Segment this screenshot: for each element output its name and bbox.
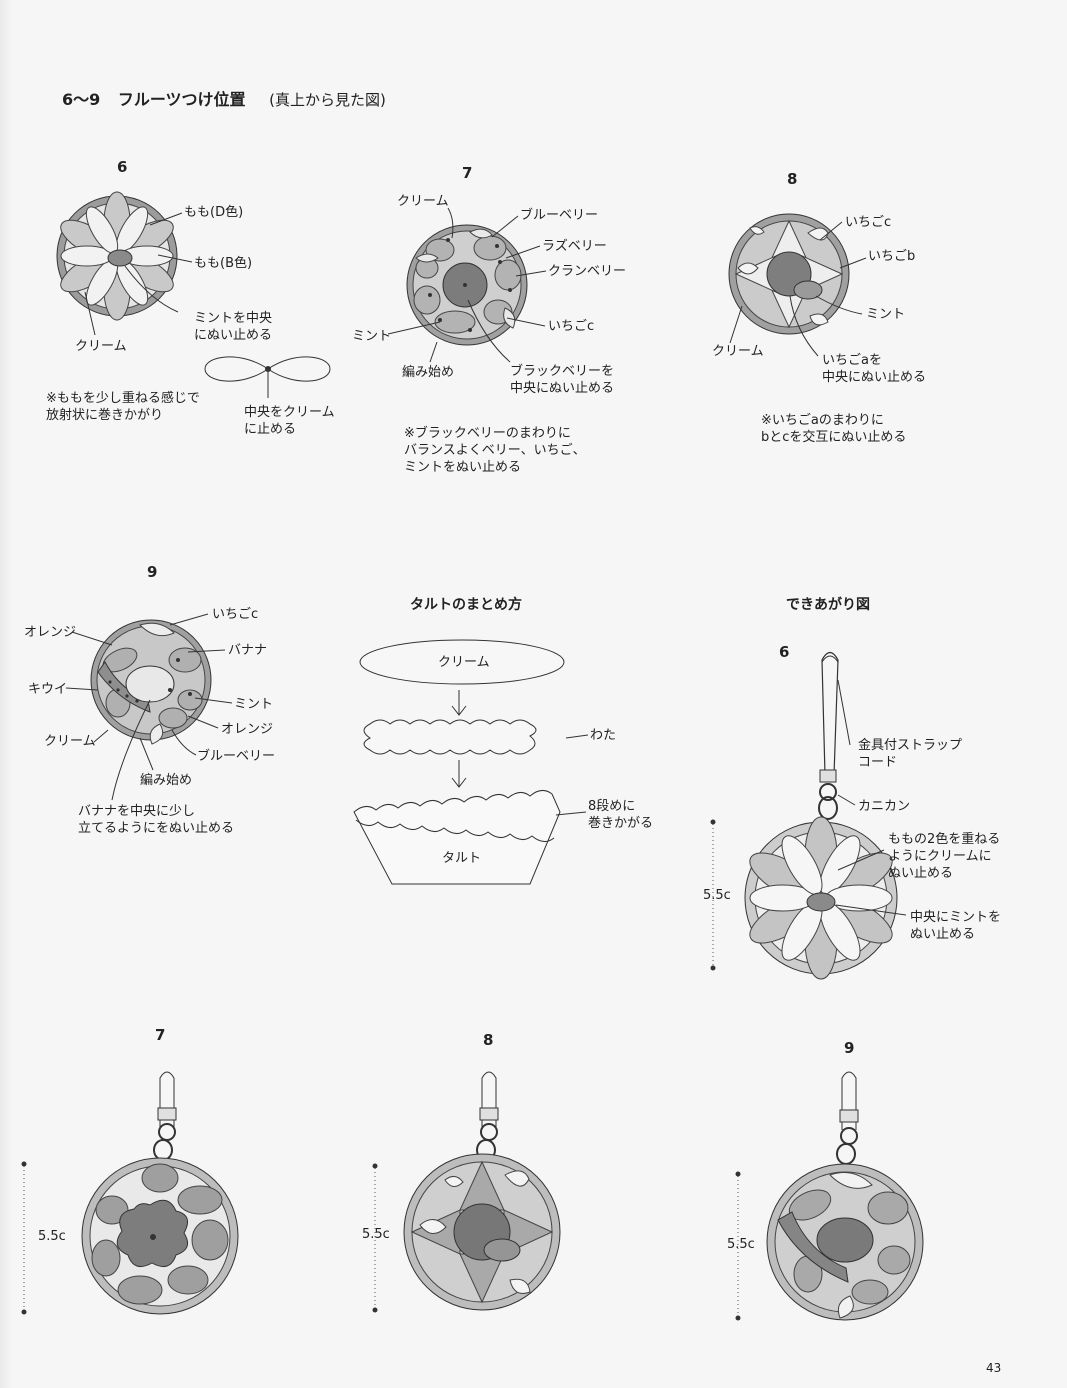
fig8-top-view	[728, 213, 867, 357]
fig8-label-strawberry-c: いちごc	[845, 215, 892, 230]
fig8-note: ※いちごaのまわりに bとcを交互にぬい止める	[761, 413, 907, 445]
fig8-label-mint: ミント	[866, 307, 906, 322]
fig6-label-cream: クリーム	[75, 339, 127, 354]
fig6-bow	[204, 356, 331, 398]
fig9-label-kiwi: キウイ	[28, 682, 68, 697]
tart-label-cotton: わた	[590, 728, 617, 743]
fig9-label-banana: バナナ	[228, 643, 268, 658]
finished-label-peach-note: ももの2色を重ねる ようにクリームに ぬい止める	[888, 832, 1001, 881]
fig7-label-strawberry-c: いちごc	[548, 319, 595, 334]
fig7-label-cream: クリーム	[397, 194, 449, 209]
tart-assembly-diagram	[353, 639, 589, 885]
fig6-label-peach-d: もも(D色)	[184, 205, 244, 220]
page-number: 43	[986, 1361, 1002, 1375]
fig6-label-peach-b: もも(B色)	[194, 256, 253, 271]
fig7-number: 7	[462, 164, 473, 182]
fig9-number: 9	[147, 563, 158, 581]
heading-title: フルーツつけ位置	[117, 90, 246, 109]
heading-number: 6〜9	[62, 90, 101, 109]
fig9-label-strawberry-c: いちごc	[212, 607, 259, 622]
finished-label-strap: 金具付ストラップ コード	[858, 738, 963, 770]
section-heading: 6〜9 フルーツつけ位置 (真上から見た図)	[62, 86, 386, 110]
fig7-note: ※ブラックベリーのまわりに バランスよくベリー、いちご、 ミントをぬい止める	[404, 426, 586, 475]
fig9-label-orange-2: オレンジ	[221, 722, 274, 737]
finished-8-drawing	[372, 1071, 561, 1313]
fig7-label-start: 編み始め	[402, 365, 455, 380]
fig9-label-mint: ミント	[234, 697, 274, 712]
finished-9-drawing	[735, 1071, 924, 1321]
fig7-label-blackberry: ブラックベリーを 中央にぬい止める	[510, 364, 615, 396]
tart-label-cream: クリーム	[438, 655, 490, 670]
fig9-label-orange-1: オレンジ	[24, 625, 77, 640]
fig7-label-cranberry: クランベリー	[548, 264, 627, 279]
fig7-label-raspberry: ラズベリー	[542, 239, 607, 254]
finished-label-kanikan: カニカン	[858, 799, 911, 814]
finished-title: できあがり図	[786, 597, 870, 613]
fig8-label-cream: クリーム	[712, 344, 764, 359]
fig9-label-start: 編み始め	[140, 773, 193, 788]
finished-7-number: 7	[155, 1026, 166, 1044]
fig7-top-view	[387, 207, 547, 363]
finished-8-number: 8	[483, 1031, 494, 1049]
finished-6-drawing	[710, 651, 907, 980]
fig6-label-mint: ミントを中央 にぬい止める	[194, 311, 273, 343]
finished-7-drawing	[21, 1071, 239, 1315]
tart-label-tart: タルト	[442, 851, 482, 866]
fig6-note: ※ももを少し重ねる感じで 放射状に巻きかがり	[46, 391, 200, 423]
fig6-top-view	[56, 191, 193, 336]
fig9-label-banana-note: バナナを中央に少し 立てるようにをぬい止める	[78, 804, 235, 836]
fig9-label-blueberry: ブルーベリー	[197, 749, 276, 764]
tart-title: タルトのまとめ方	[410, 597, 522, 613]
finished-6-size: 5.5c	[703, 888, 731, 903]
fig8-label-strawberry-b: いちごb	[868, 249, 916, 264]
fig6-number: 6	[117, 158, 128, 176]
finished-9-number: 9	[844, 1039, 855, 1057]
finished-7-size: 5.5c	[38, 1229, 66, 1244]
fig9-label-cream: クリーム	[44, 734, 96, 749]
fig6-bow-note: 中央をクリーム に止める	[244, 405, 335, 437]
fig9-top-view	[65, 613, 233, 801]
fig8-label-strawberry-a: いちごaを 中央にぬい止める	[822, 353, 927, 385]
finished-6-number: 6	[779, 643, 790, 661]
finished-8-size: 5.5c	[362, 1227, 390, 1242]
finished-9-size: 5.5c	[727, 1237, 755, 1252]
fig7-label-blueberry: ブルーベリー	[520, 208, 599, 223]
fig8-number: 8	[787, 170, 798, 188]
finished-label-mint-note: 中央にミントを ぬい止める	[910, 910, 1002, 942]
tart-label-row8: 8段めに 巻きかがる	[588, 799, 654, 831]
heading-subtitle: (真上から見た図)	[269, 91, 386, 109]
fig7-label-mint: ミント	[352, 329, 392, 344]
